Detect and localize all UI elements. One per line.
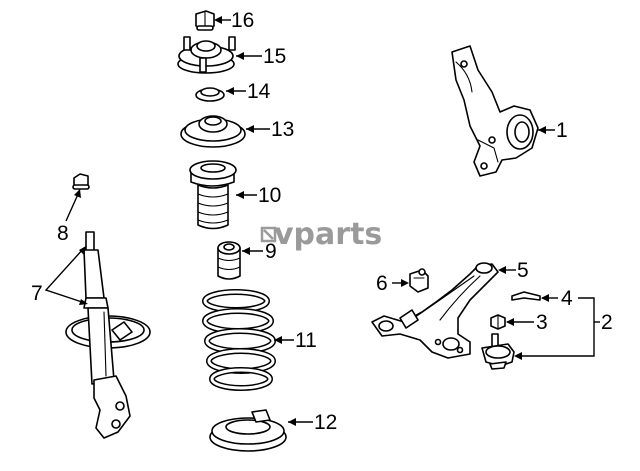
callout-label-11: 11 bbox=[295, 329, 317, 352]
callout-label-14: 14 bbox=[247, 80, 271, 103]
callout-label-6: 6 bbox=[376, 272, 388, 295]
part-9-bump-stop bbox=[217, 241, 241, 280]
callout-4: 4 bbox=[541, 287, 573, 310]
part-10-dust-boot bbox=[189, 160, 237, 230]
part-4-cotter-pin bbox=[511, 291, 541, 301]
callout-label-13: 13 bbox=[271, 118, 294, 141]
callout-1: 1 bbox=[538, 119, 568, 142]
callout-5: 5 bbox=[498, 259, 529, 282]
callout-13: 13 bbox=[246, 118, 294, 141]
part-2-ball-joint bbox=[481, 333, 515, 370]
part-6-bracket bbox=[409, 268, 429, 293]
callout-label-5: 5 bbox=[517, 259, 529, 282]
callout-14: 14 bbox=[226, 80, 271, 103]
callout-label-9: 9 bbox=[265, 240, 277, 263]
callout-12: 12 bbox=[288, 411, 337, 434]
part-8-bolt bbox=[72, 173, 90, 190]
callout-label-3: 3 bbox=[536, 311, 548, 334]
callout-label-10: 10 bbox=[258, 184, 281, 207]
callout-label-8: 8 bbox=[57, 222, 69, 245]
part-13-spring-seat bbox=[180, 115, 246, 148]
part-3-nut bbox=[490, 314, 506, 330]
part-11-coil-spring bbox=[202, 289, 276, 391]
part-14-bearing bbox=[195, 87, 225, 102]
callout-7: 7 bbox=[31, 246, 88, 305]
callout-15: 15 bbox=[236, 45, 286, 68]
callout-label-7: 7 bbox=[31, 282, 43, 305]
callout-9: 9 bbox=[242, 240, 277, 263]
callout-6: 6 bbox=[376, 272, 409, 295]
part-1-knuckle bbox=[451, 45, 539, 177]
part-15-strut-mount bbox=[177, 36, 236, 74]
callout-label-16: 16 bbox=[231, 9, 254, 32]
callout-label-12: 12 bbox=[314, 411, 337, 434]
brand-text: vparts bbox=[274, 217, 382, 252]
callout-11: 11 bbox=[274, 329, 317, 352]
callout-8: 8 bbox=[57, 189, 81, 245]
part-5-control-arm bbox=[371, 262, 499, 359]
callout-3: 3 bbox=[506, 311, 548, 334]
callout-label-4: 4 bbox=[561, 287, 573, 310]
watermark-logo: vparts bbox=[260, 217, 382, 252]
part-16-nut bbox=[195, 10, 215, 31]
part-12-insulator bbox=[209, 409, 287, 452]
callout-label-2: 2 bbox=[601, 311, 613, 334]
callout-2: 2 bbox=[514, 297, 613, 360]
callout-16: 16 bbox=[214, 9, 254, 32]
callout-label-1: 1 bbox=[556, 119, 568, 142]
callout-10: 10 bbox=[236, 184, 281, 207]
part-7-strut bbox=[65, 231, 151, 439]
callout-label-15: 15 bbox=[263, 45, 286, 68]
